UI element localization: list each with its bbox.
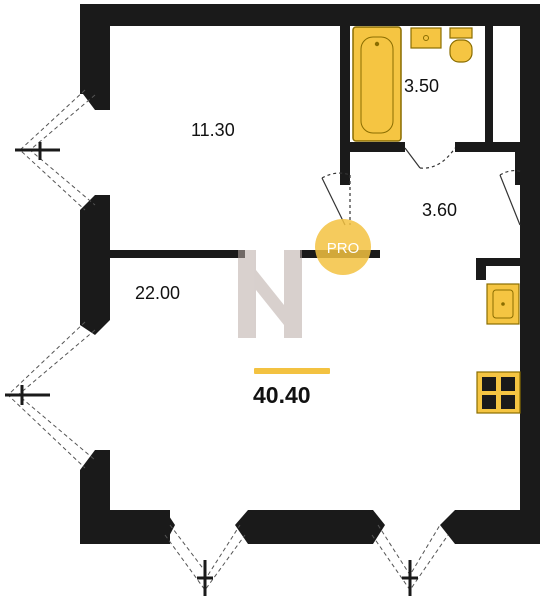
wall-bottom-right-corner [440,510,455,544]
wall-shaft [485,20,493,145]
hall-area-label: 3.60 [422,200,458,220]
wall-bath-bottom-right [455,142,520,152]
windows [5,89,449,596]
total-area-label: 40.40 [253,382,311,408]
wall-left-upper [80,4,110,94]
window-bottom-right [371,524,449,596]
wall-left-middle [80,195,110,335]
wall-bottom-middle [248,510,373,544]
wall-kitchen-niche-top [476,258,526,266]
wall-kitchen-niche [476,258,486,280]
door-bathroom [404,147,456,169]
total-area-accent-bar [254,368,330,374]
bathtub-icon [352,26,402,142]
walls [80,4,540,544]
room-1-area-label: 11.30 [191,120,235,140]
wall-bottom-left-corner [150,510,175,544]
wall-top [80,4,540,26]
wall-left-upper-corner [80,90,110,110]
wall-hall-right [515,145,525,185]
window-upper-left [15,89,96,211]
wall-bath-left [340,20,350,185]
door-entrance [499,169,523,226]
wall-room-divider-left [110,250,245,258]
kitchen-sink-icon [486,283,520,325]
stove-icon [476,371,521,414]
pro-badge-text: PRO [327,240,360,257]
room-2-area-label: 22.00 [135,283,181,303]
watermark-pro-badge: PRO [315,219,371,275]
wall-bottom-middle-left [235,510,248,544]
bathroom-area-label: 3.50 [404,76,440,96]
sink-icon [410,27,442,49]
wall-right [520,4,540,544]
wall-bottom-right [455,510,540,544]
doors [321,147,523,226]
toilet-icon [449,27,473,63]
wall-bath-bottom [350,142,405,152]
door-room-1 [321,172,351,226]
watermark-logo-icon [238,250,302,338]
window-bottom-left [164,524,246,596]
window-lower-left [5,321,96,469]
